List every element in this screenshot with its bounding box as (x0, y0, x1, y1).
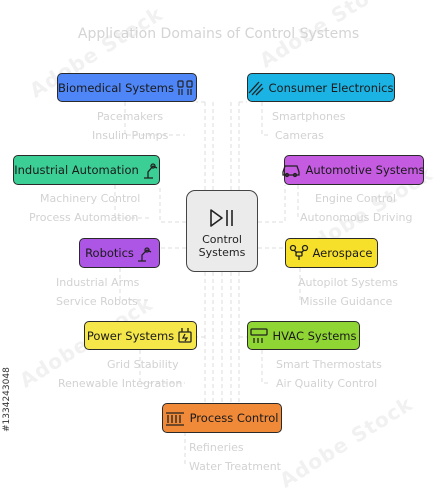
sub-item: Smartphones (272, 110, 346, 123)
diagram-title: Application Domains of Control Systems (77, 26, 360, 42)
car-icon (281, 162, 301, 178)
node-robotics: Robotics (79, 238, 160, 268)
play-pause-icon (210, 209, 233, 227)
node-process-control: Process Control (162, 403, 282, 433)
node-label: Biomedical Systems (58, 80, 174, 95)
factory-icon (164, 409, 186, 427)
center-node-control-systems: Control Systems (186, 190, 258, 272)
sub-item: Process Automation (29, 211, 139, 224)
node-automotive-systems: Automotive Systems (281, 155, 425, 185)
sub-item: Renewable Integration (58, 377, 183, 390)
node-label: Automotive Systems (305, 163, 425, 177)
sub-item: Refineries (189, 441, 244, 454)
center-label-line1: Control (202, 233, 242, 246)
sub-item: Engine Control (315, 192, 396, 205)
node-label: Robotics (85, 246, 134, 260)
node-aerospace: Aerospace (285, 238, 378, 268)
node-industrial-automation: Industrial Automation (13, 155, 160, 185)
node-label: Industrial Automation (14, 163, 139, 177)
electronics-icon (247, 79, 265, 97)
robotic-arm-icon (141, 160, 159, 180)
node-label: Consumer Electronics (268, 80, 394, 95)
sub-item: Service Robots (56, 295, 138, 308)
node-power-systems: Power Systems (84, 321, 197, 350)
node-biomedical-systems: Biomedical Systems (57, 73, 197, 102)
sub-item: Autonomous Driving (300, 211, 413, 224)
node-label: Process Control (189, 411, 279, 425)
sub-item: Cameras (275, 129, 324, 142)
sub-item: Autopilot Systems (298, 276, 398, 289)
robot-icon (136, 243, 154, 263)
sub-item: Pacemakers (97, 110, 164, 123)
node-hvac-systems: HVAC Systems (247, 321, 360, 350)
sub-item: Insulin Pumps (92, 129, 169, 142)
sub-item: Industrial Arms (56, 276, 140, 289)
node-consumer-electronics: Consumer Electronics (247, 73, 395, 102)
center-label-line2: Systems (198, 246, 246, 259)
sub-item: Smart Thermostats (276, 358, 382, 371)
sub-item: Machinery Control (40, 192, 141, 205)
medical-devices-icon (176, 79, 196, 97)
stock-id-label: #1334243048 (2, 367, 12, 432)
drone-icon (289, 244, 309, 262)
sub-item: Air Quality Control (276, 377, 378, 390)
node-label: Power Systems (86, 328, 175, 343)
air-conditioner-icon (249, 327, 269, 345)
power-plug-icon (176, 326, 194, 346)
node-label: Aerospace (312, 246, 373, 260)
sub-item: Grid Stability (107, 358, 179, 371)
sub-item: Missile Guidance (300, 295, 393, 308)
sub-item: Water Treatment (189, 460, 281, 473)
node-label: HVAC Systems (272, 328, 357, 343)
